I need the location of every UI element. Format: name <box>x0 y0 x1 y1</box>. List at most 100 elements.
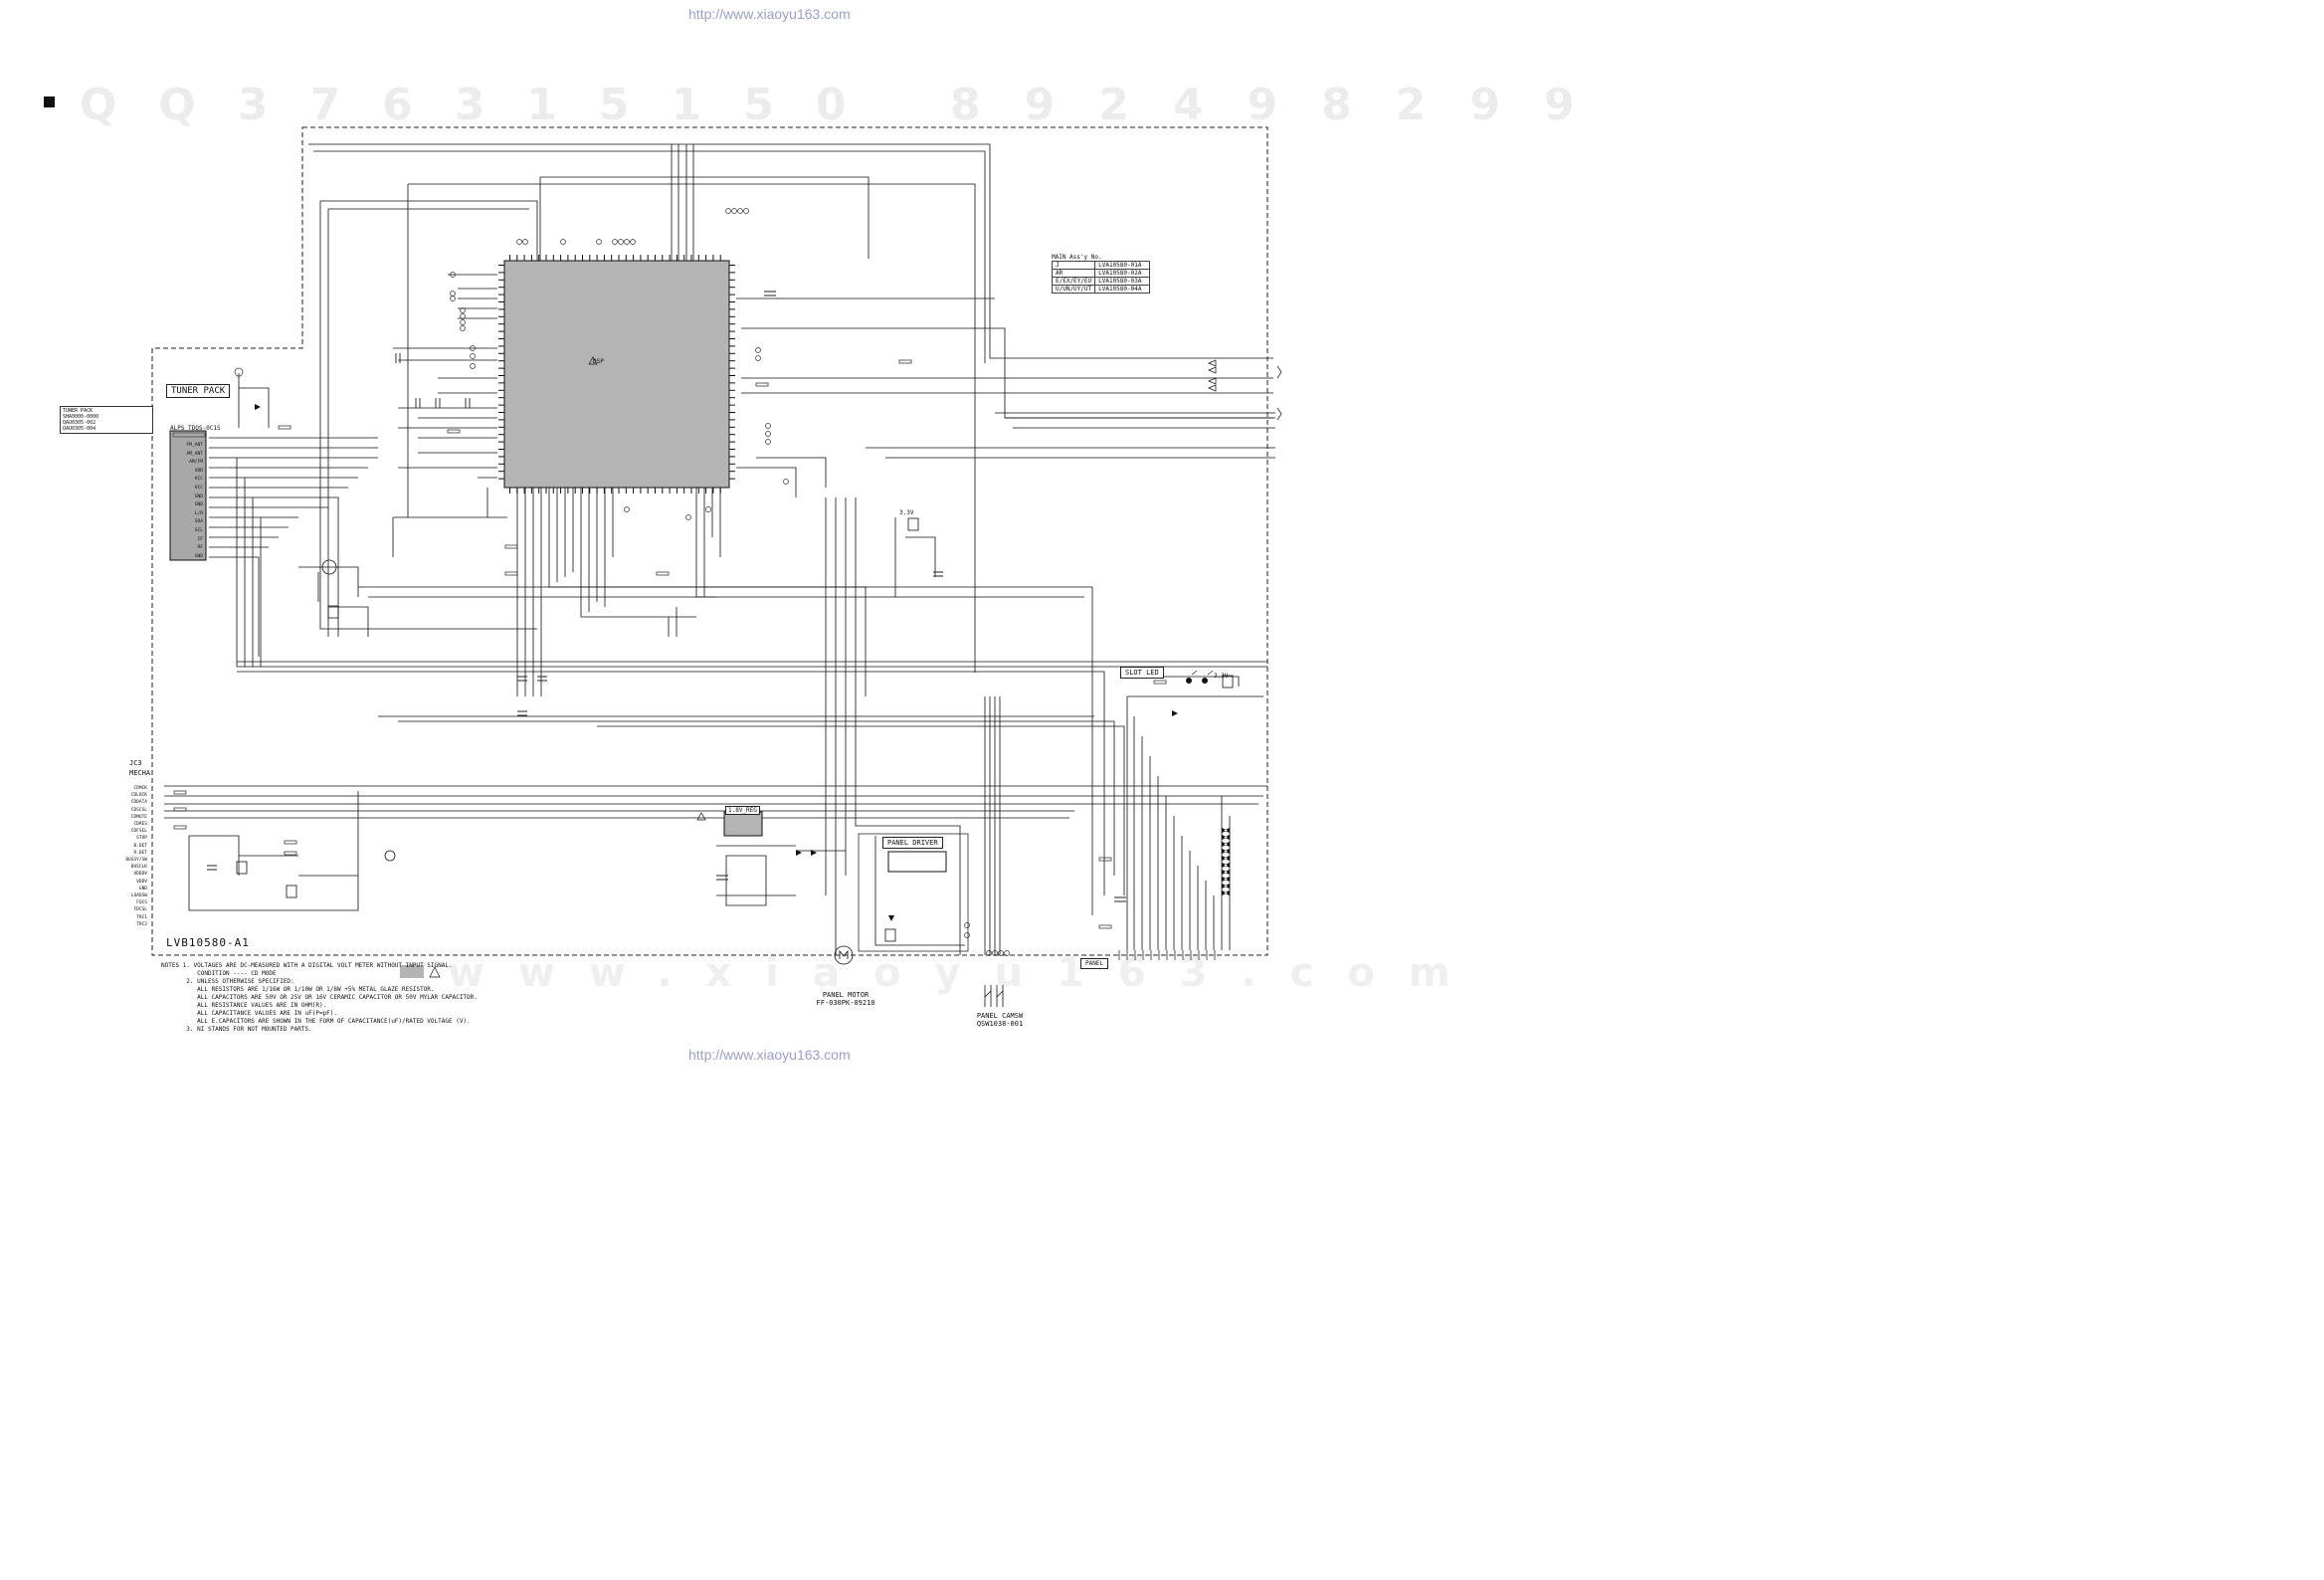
ic-pin <box>498 360 504 362</box>
ic-pin <box>669 488 671 494</box>
tuner-pack-body <box>169 430 207 561</box>
ic-pin <box>582 488 583 494</box>
ic-pin <box>498 287 504 289</box>
ic-pin <box>618 255 620 261</box>
assy-destination: E/EX/EY/EU <box>1051 277 1096 286</box>
ic-pin <box>498 294 504 296</box>
ic-pin <box>498 389 504 391</box>
wm-right-digit: 8 <box>950 80 981 130</box>
ic-pin <box>729 294 735 296</box>
regulator-label: 1.8V_REG <box>725 806 760 815</box>
tuner-pin-label: VCC <box>194 485 203 491</box>
ic-pin <box>498 434 504 436</box>
tuner-pin-label: IF <box>197 536 203 542</box>
ic-pin <box>719 255 721 261</box>
mecha-pin-label: CDFSEL <box>130 829 147 835</box>
schematic-notes: NOTES 1. VOLTAGES ARE DC-MEASURED WITH A… <box>161 962 478 1034</box>
ic-pin <box>516 255 518 261</box>
ic-pin <box>509 488 510 494</box>
ic-pin <box>538 488 540 494</box>
top-url[interactable]: http://www.xiaoyu163.com <box>688 6 851 22</box>
ic-pin <box>611 255 613 261</box>
ic-pin <box>625 255 627 261</box>
ic-pin <box>552 488 554 494</box>
test-point-marks <box>234 208 1010 956</box>
wm-left-digit: 5 <box>598 80 630 130</box>
ic-pin <box>545 488 547 494</box>
schematic-drawing <box>151 126 1282 1007</box>
wm-right-digit: 4 <box>1172 80 1204 130</box>
mecha-label: MECHA <box>129 769 151 777</box>
ic-pin <box>545 255 547 261</box>
mecha-pin-label: CDRES <box>133 822 147 828</box>
ic-pin <box>690 255 692 261</box>
tuner-pin-label: SDA <box>194 519 203 525</box>
wm-left-digit: Q <box>80 80 117 130</box>
ic-pin <box>729 397 735 399</box>
ic-pin <box>530 488 532 494</box>
ic-pin <box>705 488 707 494</box>
ic-pin <box>729 330 735 332</box>
ic-pin <box>683 255 685 261</box>
motor-camsw-marks <box>834 945 1004 1007</box>
ic-pin <box>729 345 735 347</box>
tuner-info-box: TUNER PACK SHA0000-0000 QAU0305-002 QAU0… <box>60 406 153 434</box>
ic-pin <box>729 308 735 310</box>
ic-pin <box>498 308 504 310</box>
assy-part-number: LVA10580-04A <box>1094 285 1151 294</box>
ic-pin <box>633 255 635 261</box>
ic-pin <box>729 367 735 369</box>
note-line: ALL RESISTANCE VALUES ARE IN OHM(R). <box>161 1002 327 1009</box>
diode-array-element <box>1222 856 1230 861</box>
voltage-tag-2: 3.3V <box>1214 673 1229 680</box>
ic-pin <box>729 265 735 266</box>
ic-pin <box>498 449 504 450</box>
ic-pin <box>567 255 569 261</box>
panel-driver-frame <box>858 833 969 952</box>
wm-left-digit: 0 <box>815 80 847 130</box>
ic-pin <box>611 488 613 494</box>
mecha-pin-label: STOP <box>136 836 147 842</box>
ic-pin <box>498 463 504 465</box>
panel-box-label: PANEL <box>1080 958 1109 969</box>
ic-pin <box>729 389 735 391</box>
panel-motor-label: PANEL MOTOR <box>822 991 870 999</box>
ic-pin <box>498 345 504 347</box>
mecha-pin-label: CDMCK <box>133 786 147 791</box>
ic-pin <box>719 488 721 494</box>
panel-driver-body <box>887 851 947 873</box>
ic-pin <box>729 338 735 339</box>
ic-pin <box>729 441 735 443</box>
ic-pin <box>516 488 518 494</box>
bottom-url[interactable]: http://www.xiaoyu163.com <box>688 1047 851 1063</box>
ic-pin <box>729 301 735 302</box>
ic-pin <box>498 471 504 473</box>
tuner-info-line-2: QAU0305-002 <box>63 420 97 426</box>
ic-pin <box>498 419 504 421</box>
wm-right-digit: 9 <box>1544 80 1575 130</box>
ic-pin <box>697 255 699 261</box>
ic-pin <box>618 488 620 494</box>
ic-pin <box>574 488 576 494</box>
board-id: LVB10580-A1 <box>166 936 250 949</box>
mecha-pin-label: BUSSY/SW <box>125 858 147 864</box>
ic-pin <box>729 272 735 274</box>
ic-pin <box>498 315 504 317</box>
ic-pin <box>662 255 664 261</box>
wm-left-digit: 1 <box>526 80 557 130</box>
ic-pin <box>560 255 562 261</box>
mecha-pin-label: B.DET <box>133 843 147 849</box>
assy-part-number: LVA10580-02A <box>1094 269 1151 278</box>
wm-right-digit: 8 <box>1321 80 1352 130</box>
ic-pin <box>655 488 656 494</box>
wm-left-digit: 1 <box>671 80 702 130</box>
ic-pin <box>603 488 605 494</box>
tuner-pin-label: L/R <box>194 510 203 516</box>
note-line: 3. NI STANDS FOR NOT MOUNTED PARTS. <box>161 1026 312 1033</box>
wiring <box>164 143 1275 955</box>
